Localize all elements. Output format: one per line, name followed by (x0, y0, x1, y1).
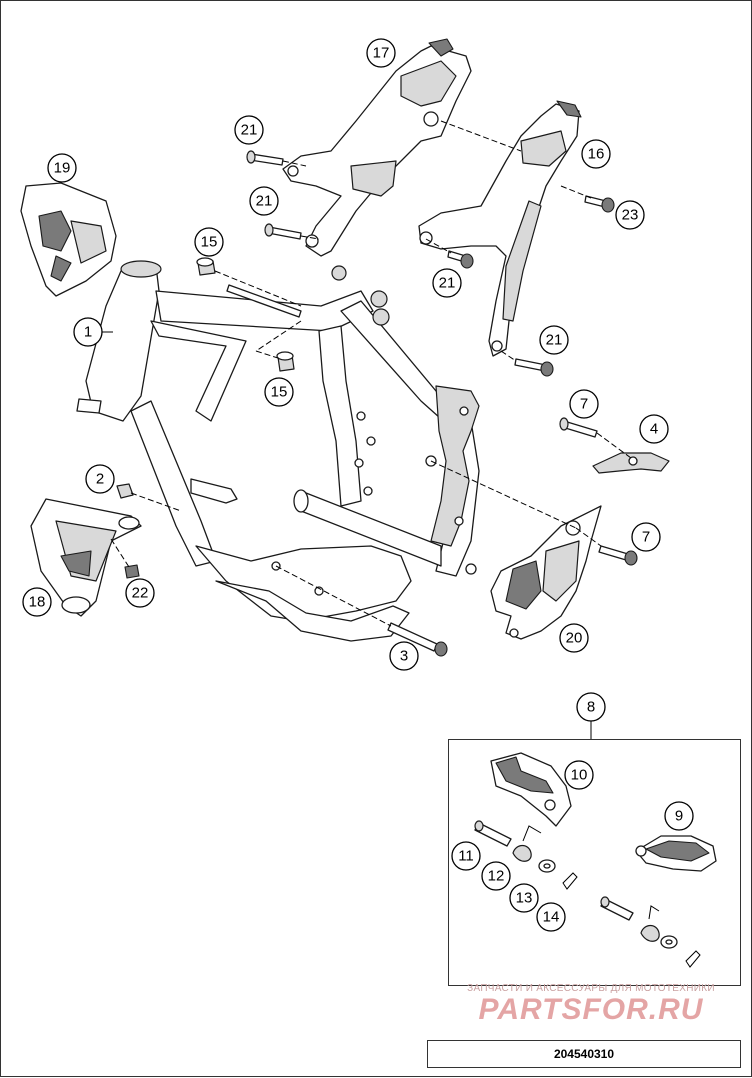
callout-3: 3 (389, 641, 419, 671)
callout-4: 4 (639, 414, 669, 444)
callout-18: 18 (22, 587, 52, 617)
callout-7-upper: 7 (569, 389, 599, 419)
svg-text:14: 14 (543, 909, 560, 926)
svg-text:4: 4 (650, 421, 658, 438)
drawing-code-text: 204540310 (553, 1047, 615, 1061)
svg-text:12: 12 (488, 868, 505, 885)
subframe-right-16 (418, 100, 582, 357)
svg-text:17: 17 (373, 45, 390, 62)
svg-text:10: 10 (571, 767, 588, 784)
svg-text:20: 20 (566, 630, 583, 647)
callout-10: 10 (564, 760, 594, 790)
svg-text:7: 7 (580, 396, 588, 413)
svg-text:22: 22 (132, 585, 149, 602)
svg-text:9: 9 (675, 808, 683, 825)
callout-7-lower: 7 (631, 522, 661, 552)
drawing-code: 204540310 (427, 1040, 741, 1068)
chain-slider-4 (592, 452, 670, 474)
callout-2: 2 (85, 464, 115, 494)
subframe-left-17 (282, 38, 472, 257)
svg-text:8: 8 (587, 699, 595, 716)
chain-guide-20 (490, 505, 602, 640)
callout-21-a: 21 (234, 115, 264, 145)
callout-1: 1 (73, 317, 103, 347)
callout-11: 11 (451, 841, 481, 871)
callout-12: 12 (481, 861, 511, 891)
svg-text:7: 7 (642, 529, 650, 546)
callout-16: 16 (581, 139, 611, 169)
callout-21-d: 21 (539, 325, 569, 355)
callout-9: 9 (664, 801, 694, 831)
svg-text:3: 3 (400, 648, 408, 665)
callout-21-b: 21 (249, 186, 279, 216)
svg-text:21: 21 (546, 332, 563, 349)
footpeg-kit (474, 721, 717, 968)
svg-text:15: 15 (201, 234, 218, 251)
svg-text:19: 19 (54, 160, 71, 177)
svg-text:16: 16 (588, 146, 605, 163)
callout-19: 19 (47, 153, 77, 183)
main-frame-1 (76, 260, 480, 642)
fasteners (116, 150, 638, 657)
svg-text:11: 11 (458, 848, 474, 865)
callout-22: 22 (125, 578, 155, 608)
assembly-lines (110, 120, 632, 627)
callout-23: 23 (615, 200, 645, 230)
svg-text:21: 21 (256, 193, 273, 210)
callout-13: 13 (509, 883, 539, 913)
watermark-brand: PARTSFOR.RU (478, 993, 704, 1026)
svg-text:13: 13 (516, 890, 533, 907)
callout-21-c: 21 (432, 268, 462, 298)
frame-guard-18 (30, 498, 142, 617)
callout-20: 20 (559, 623, 589, 653)
callout-8: 8 (576, 692, 606, 722)
watermark-tagline: ЗАПЧАСТИ И АКСЕССУАРЫ ДЛЯ МОТОТЕХНИКИ (467, 983, 715, 994)
svg-text:1: 1 (84, 324, 92, 341)
svg-text:23: 23 (622, 207, 639, 224)
svg-text:2: 2 (96, 471, 104, 488)
callout-15-upper: 15 (194, 227, 224, 257)
svg-text:18: 18 (29, 594, 46, 611)
headlight-bracket-19 (20, 182, 117, 297)
callout-14: 14 (536, 902, 566, 932)
callout-15-lower: 15 (264, 377, 294, 407)
svg-text:21: 21 (241, 122, 258, 139)
callout-17: 17 (366, 38, 396, 68)
svg-text:15: 15 (271, 384, 288, 401)
kit-frame-8 (448, 739, 741, 986)
svg-text:21: 21 (439, 275, 456, 292)
watermark: ЗАПЧАСТИ И АКСЕССУАРЫ ДЛЯ МОТОТЕХНИКИ PA… (441, 983, 741, 1026)
